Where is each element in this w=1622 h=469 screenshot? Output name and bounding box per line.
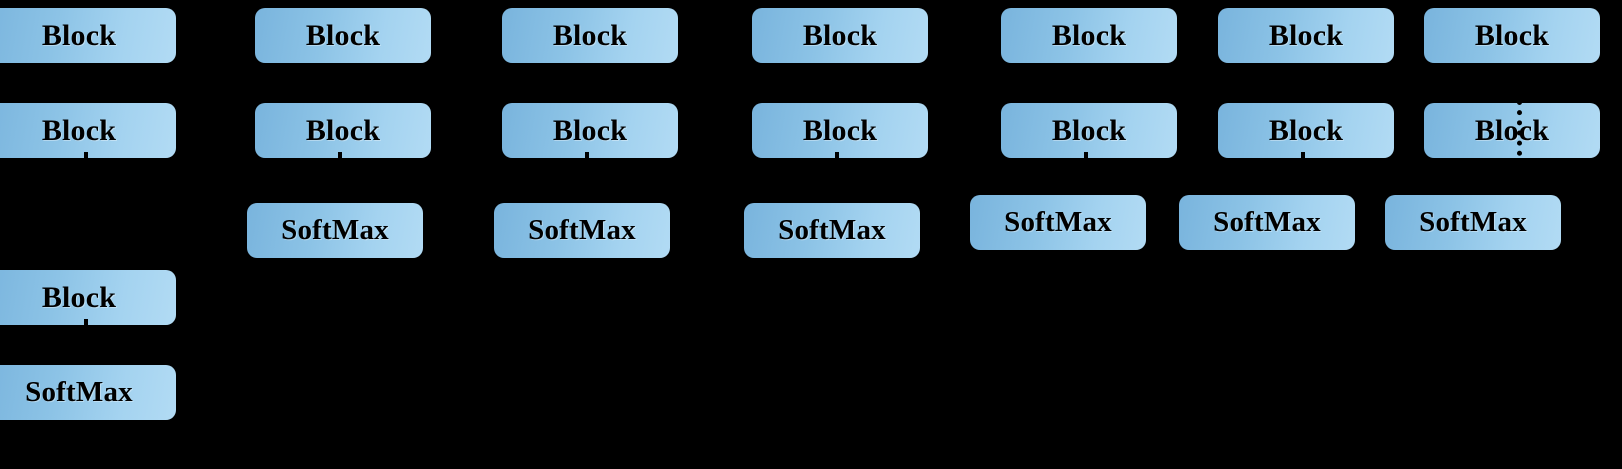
connector-stub (84, 319, 88, 331)
connector-stub (835, 152, 839, 164)
connector-stub (84, 152, 88, 164)
node-r2c1-block[interactable]: Block (0, 103, 176, 158)
node-r3c5-softmax[interactable]: SoftMax (970, 195, 1146, 250)
node-label: Block (802, 18, 878, 52)
node-label: Block (41, 113, 117, 147)
connector-stub (1084, 152, 1088, 164)
node-label: Block (1051, 18, 1127, 52)
node-r1c5-block[interactable]: Block (1001, 8, 1177, 63)
node-label: SoftMax (1419, 206, 1527, 238)
node-label: Block (1268, 113, 1344, 147)
node-r2c2-block[interactable]: Block (255, 103, 431, 158)
node-label: Block (41, 18, 117, 52)
node-r2c4-block[interactable]: Block (752, 103, 928, 158)
node-r2c6-block[interactable]: Block (1218, 103, 1394, 158)
node-r3c4-softmax[interactable]: SoftMax (744, 203, 920, 258)
node-r3c7-softmax[interactable]: SoftMax (1385, 195, 1561, 250)
node-label: Block (552, 113, 628, 147)
node-r4c1-block[interactable]: Block (0, 270, 176, 325)
connector-stub (585, 152, 589, 164)
node-label: Block (305, 18, 381, 52)
connector-stub (338, 152, 342, 164)
dotted-divider-line (1517, 100, 1522, 166)
node-label: Block (305, 113, 381, 147)
node-label: Block (1474, 18, 1550, 52)
node-label: Block (1474, 113, 1550, 147)
node-label: SoftMax (281, 214, 389, 246)
node-r1c4-block[interactable]: Block (752, 8, 928, 63)
node-r3c2-softmax[interactable]: SoftMax (247, 203, 423, 258)
node-r1c1-block[interactable]: Block (0, 8, 176, 63)
node-label: SoftMax (778, 214, 886, 246)
node-r5c1-softmax[interactable]: SoftMax (0, 365, 176, 420)
node-r2c5-block[interactable]: Block (1001, 103, 1177, 158)
node-label: Block (1051, 113, 1127, 147)
connector-stub (1301, 152, 1305, 164)
node-label: SoftMax (25, 376, 133, 408)
node-r1c2-block[interactable]: Block (255, 8, 431, 63)
node-r3c3-softmax[interactable]: SoftMax (494, 203, 670, 258)
node-r1c3-block[interactable]: Block (502, 8, 678, 63)
node-label: Block (1268, 18, 1344, 52)
node-label: Block (552, 18, 628, 52)
node-r1c6-block[interactable]: Block (1218, 8, 1394, 63)
node-r1c7-block[interactable]: Block (1424, 8, 1600, 63)
node-label: SoftMax (1004, 206, 1112, 238)
node-r3c6-softmax[interactable]: SoftMax (1179, 195, 1355, 250)
node-label: SoftMax (528, 214, 636, 246)
node-r2c7-block[interactable]: Block (1424, 103, 1600, 158)
node-r2c3-block[interactable]: Block (502, 103, 678, 158)
node-label: Block (41, 280, 117, 314)
node-label: SoftMax (1213, 206, 1321, 238)
node-label: Block (802, 113, 878, 147)
